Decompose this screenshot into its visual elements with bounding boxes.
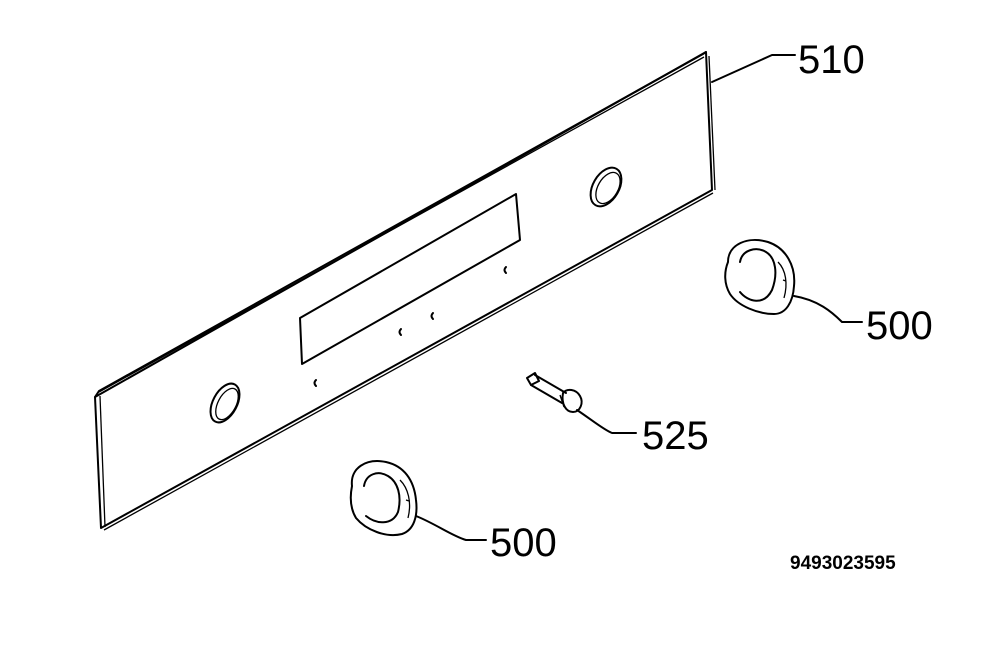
leader-510 <box>711 54 796 83</box>
control-panel <box>94 51 716 531</box>
leader-500-right <box>793 295 863 323</box>
label-510: 510 <box>798 38 865 82</box>
label-500-left: 500 <box>490 521 557 565</box>
indicator-marks <box>313 266 507 387</box>
leader-500-left <box>415 515 487 541</box>
leader-525 <box>576 409 637 434</box>
knob-hole-left <box>209 382 241 424</box>
label-500-right: 500 <box>866 304 933 348</box>
knob-hole-right <box>589 166 623 208</box>
knob-right <box>724 239 796 315</box>
knob-left <box>349 460 418 536</box>
label-525: 525 <box>642 414 709 458</box>
leader-lines <box>415 54 863 541</box>
pin <box>526 372 583 413</box>
display-window <box>299 193 521 365</box>
document-number: 9493023595 <box>790 553 896 574</box>
